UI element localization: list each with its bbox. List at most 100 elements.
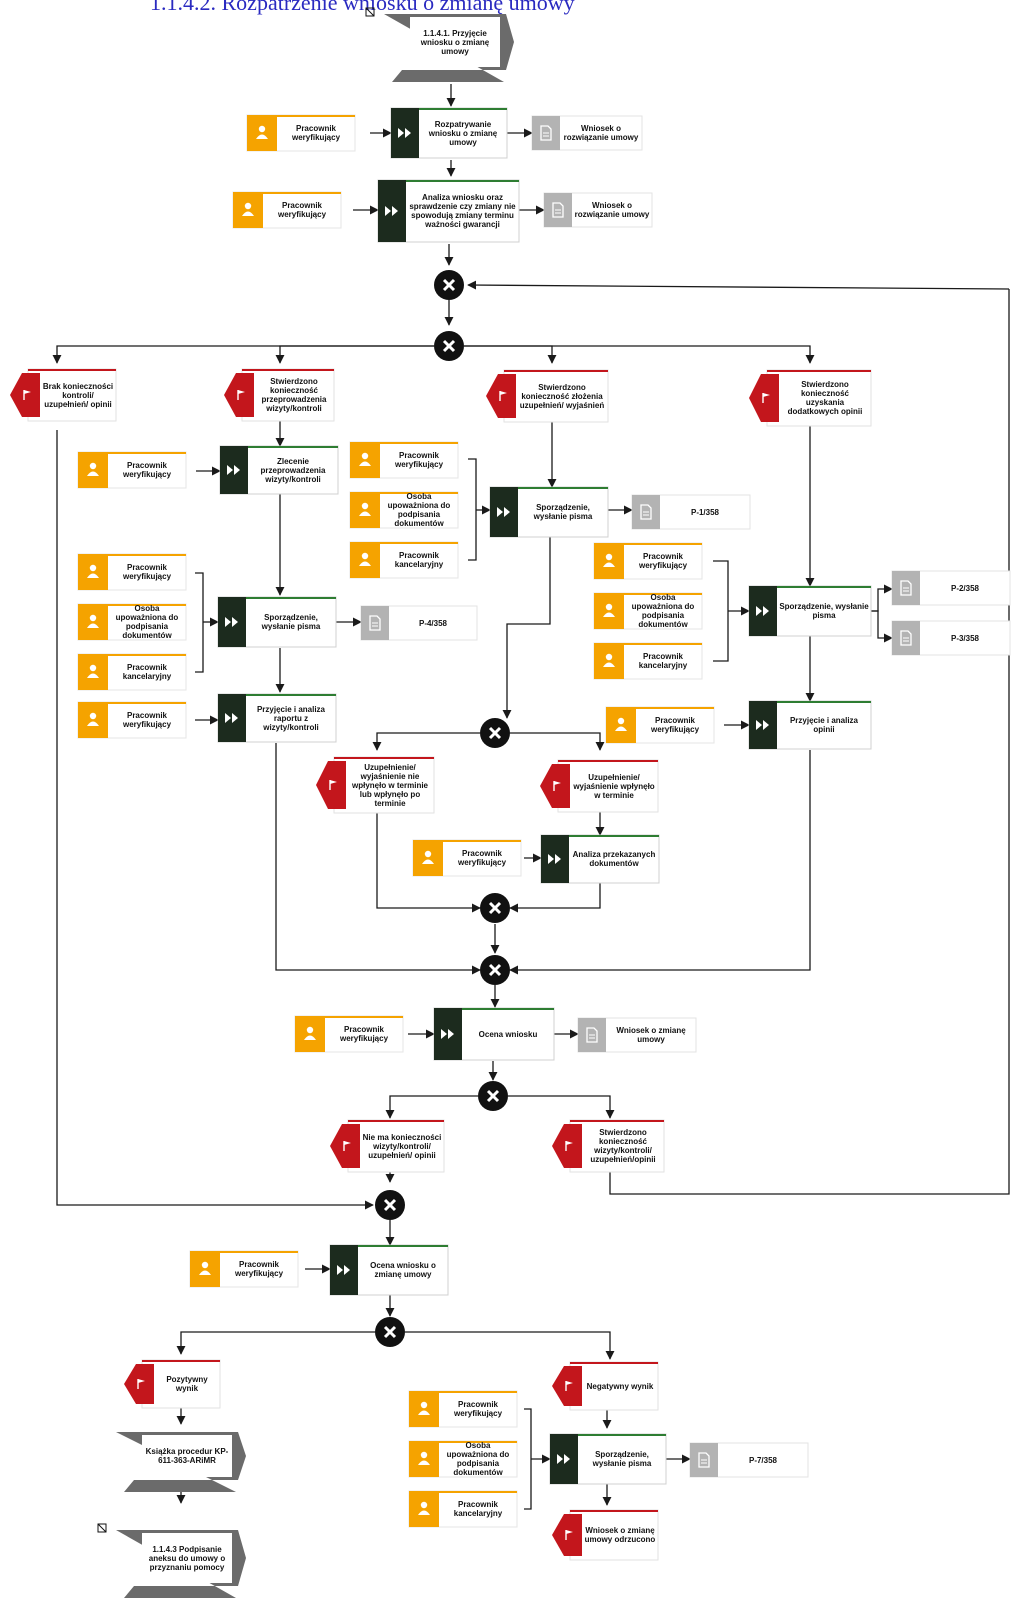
role-rn1a[interactable]	[408, 1390, 518, 1428]
rb2a-label: Pracownik weryfikujący	[122, 563, 172, 581]
process-p_book[interactable]	[116, 1432, 246, 1492]
connector-ef-loop	[609, 289, 1010, 1195]
role-rb2c[interactable]	[77, 653, 187, 691]
double-arrow-icon	[337, 1265, 350, 1275]
t4-label: Ocena wniosku o zmianę umowy	[370, 1261, 436, 1279]
task-tb1[interactable]	[219, 445, 339, 495]
connector-td1-dd1	[871, 584, 893, 612]
person-icon	[615, 717, 627, 731]
document-icon	[900, 630, 912, 646]
event-e_rej	[552, 1509, 659, 1561]
role-r1[interactable]	[246, 114, 356, 152]
role-rd1b[interactable]	[593, 592, 703, 630]
e_c1-label: Uzupełnienie/ wyjaśnienie nie wpłynęło w…	[351, 762, 428, 808]
process-p_start[interactable]	[365, 7, 514, 82]
role-rn1c[interactable]	[408, 1490, 518, 1528]
d3-label: Wniosek o zmianę umowy	[616, 1026, 686, 1044]
e_d-label: Stwierdzono konieczność uzyskania dodatk…	[787, 380, 863, 416]
document-icon	[552, 202, 564, 218]
role-rd2[interactable]	[605, 706, 715, 744]
connector-tc2-g4	[509, 883, 601, 913]
double-arrow-icon	[756, 720, 769, 730]
role-rc1c[interactable]	[349, 541, 459, 579]
connector-td2-g5	[509, 750, 811, 975]
exclusive-gateway-x-icon	[442, 278, 456, 292]
dd1-label: P-2/358	[950, 583, 980, 593]
connector-tb3-g5	[275, 743, 481, 975]
role-r3[interactable]	[294, 1015, 404, 1053]
task-t2[interactable]	[377, 179, 520, 243]
double-arrow-icon	[557, 1454, 570, 1464]
document-dc1[interactable]	[631, 494, 751, 530]
page-title: 1.1.4.2. Rozpatrzenie wniosku o zmianę u…	[150, 0, 575, 15]
document-dn1[interactable]	[689, 1442, 809, 1478]
document-d3[interactable]	[577, 1017, 697, 1053]
rd1a-label: Pracownik weryfikujący	[638, 552, 688, 570]
document-d2[interactable]	[543, 192, 653, 228]
task-t3[interactable]	[433, 1007, 555, 1061]
person-icon	[603, 553, 615, 567]
role-rb2a[interactable]	[77, 553, 187, 591]
role-rb1[interactable]	[77, 451, 187, 489]
flag-icon	[762, 393, 770, 403]
task-tb3[interactable]	[217, 693, 337, 743]
role-rc1a[interactable]	[349, 441, 459, 479]
document-dd2[interactable]	[891, 620, 1011, 656]
rb3-label: Pracownik weryfikujący	[122, 711, 172, 729]
task-tc2[interactable]	[540, 834, 660, 884]
role-rc2[interactable]	[412, 839, 522, 877]
role-r4[interactable]	[189, 1250, 299, 1288]
rd2-label: Pracownik weryfikujący	[650, 716, 700, 734]
connector-rn1-br	[524, 1408, 532, 1510]
role-rb3[interactable]	[77, 701, 187, 739]
task-tc1[interactable]	[489, 486, 609, 538]
role-rc1b[interactable]	[349, 491, 459, 529]
connector-rc1-br	[468, 458, 477, 561]
person-icon	[199, 1261, 211, 1275]
task-td1[interactable]	[748, 585, 872, 637]
flag-icon	[553, 781, 561, 791]
process-p_end[interactable]	[97, 1523, 246, 1598]
r4-label: Pracownik weryfikujący	[234, 1260, 284, 1278]
document-db2[interactable]	[360, 605, 478, 641]
role-rd1a[interactable]	[593, 542, 703, 580]
role-rb2b[interactable]	[77, 603, 187, 641]
exclusive-gateway-x-icon	[442, 339, 456, 353]
role-rd1c[interactable]	[593, 642, 703, 680]
event-e_c	[486, 369, 609, 423]
role-r2[interactable]	[232, 191, 342, 229]
document-d1[interactable]	[531, 115, 643, 151]
document-dd1[interactable]	[891, 570, 1011, 606]
task-tb2[interactable]	[217, 596, 337, 648]
role-rn1b[interactable]	[408, 1440, 518, 1478]
connector-tc1-g3	[502, 536, 551, 719]
event-e_c1	[316, 756, 435, 814]
exclusive-gateway-x-icon	[486, 1089, 500, 1103]
task-t4[interactable]	[329, 1244, 449, 1296]
person-icon	[359, 552, 371, 566]
r1-label: Pracownik weryfikujący	[291, 124, 341, 142]
e_b-label: Stwierdzono konieczność przeprowadzenia …	[261, 377, 327, 413]
document-icon	[369, 615, 381, 631]
p_book-label: Książka procedur KP-611-363-ARiMR	[145, 1447, 229, 1465]
td2-label: Przyjęcie i analiza opinii	[789, 716, 859, 734]
rn1c-label: Pracownik kancelaryjny	[453, 1500, 503, 1518]
connector-g2-ed	[464, 345, 815, 364]
task-t1[interactable]	[390, 107, 508, 159]
t1-label: Rozpatrywanie wniosku o zmianę umowy	[428, 119, 498, 147]
flag-icon	[565, 1381, 573, 1391]
task-td2[interactable]	[748, 700, 872, 750]
person-icon	[242, 202, 254, 216]
double-arrow-icon	[756, 606, 769, 616]
e_pos-label: Pozytywny wynik	[166, 1375, 208, 1393]
connector-loop-in	[467, 280, 1010, 290]
gateway-g2	[434, 331, 464, 361]
rc1b-label: Osoba upoważniona do podpisania dokument…	[387, 492, 451, 528]
rd1b-label: Osoba upoważniona do podpisania dokument…	[631, 593, 695, 629]
event-e_d	[749, 369, 872, 427]
dn1-label: P-7/358	[748, 1455, 778, 1465]
p_start-label: 1.1.4.1. Przyjęcie wniosku o zmianę umow…	[420, 28, 490, 56]
tb1-label: Zlecenie przeprowadzenia wizyty/kontroli	[260, 456, 326, 484]
gateway-g5	[480, 955, 510, 985]
task-tn1[interactable]	[549, 1433, 667, 1485]
